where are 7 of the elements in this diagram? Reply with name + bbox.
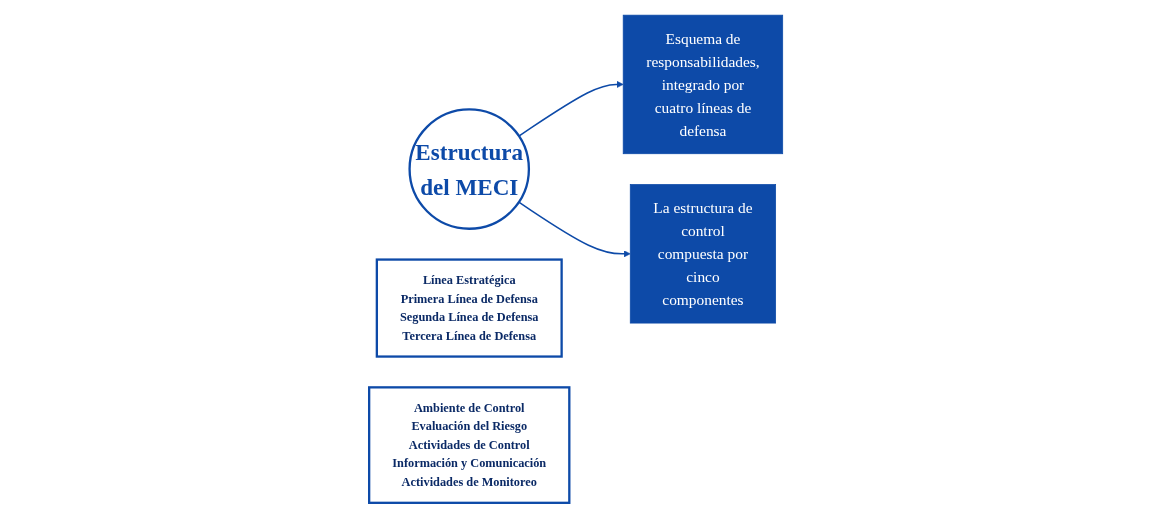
arrow xyxy=(517,80,624,137)
arrow xyxy=(517,200,631,257)
node-box: La estructura de control compuesta por cinco componentes xyxy=(629,183,776,323)
node-circle: Estructura del MECI xyxy=(408,107,530,230)
node-box: Línea Estratégica Primera Línea de Defensa Segunda Línea de Defensa Tercera Línea de Defensa xyxy=(375,257,563,358)
node-box: Ambiente de Control Evaluación del Riesgo Actividades de Control Información y Comunicación Actividades de Monitoreo xyxy=(367,385,571,504)
node-box: Esquema de responsabilidades, integrado por cuatro líneas de defensa xyxy=(622,14,783,154)
